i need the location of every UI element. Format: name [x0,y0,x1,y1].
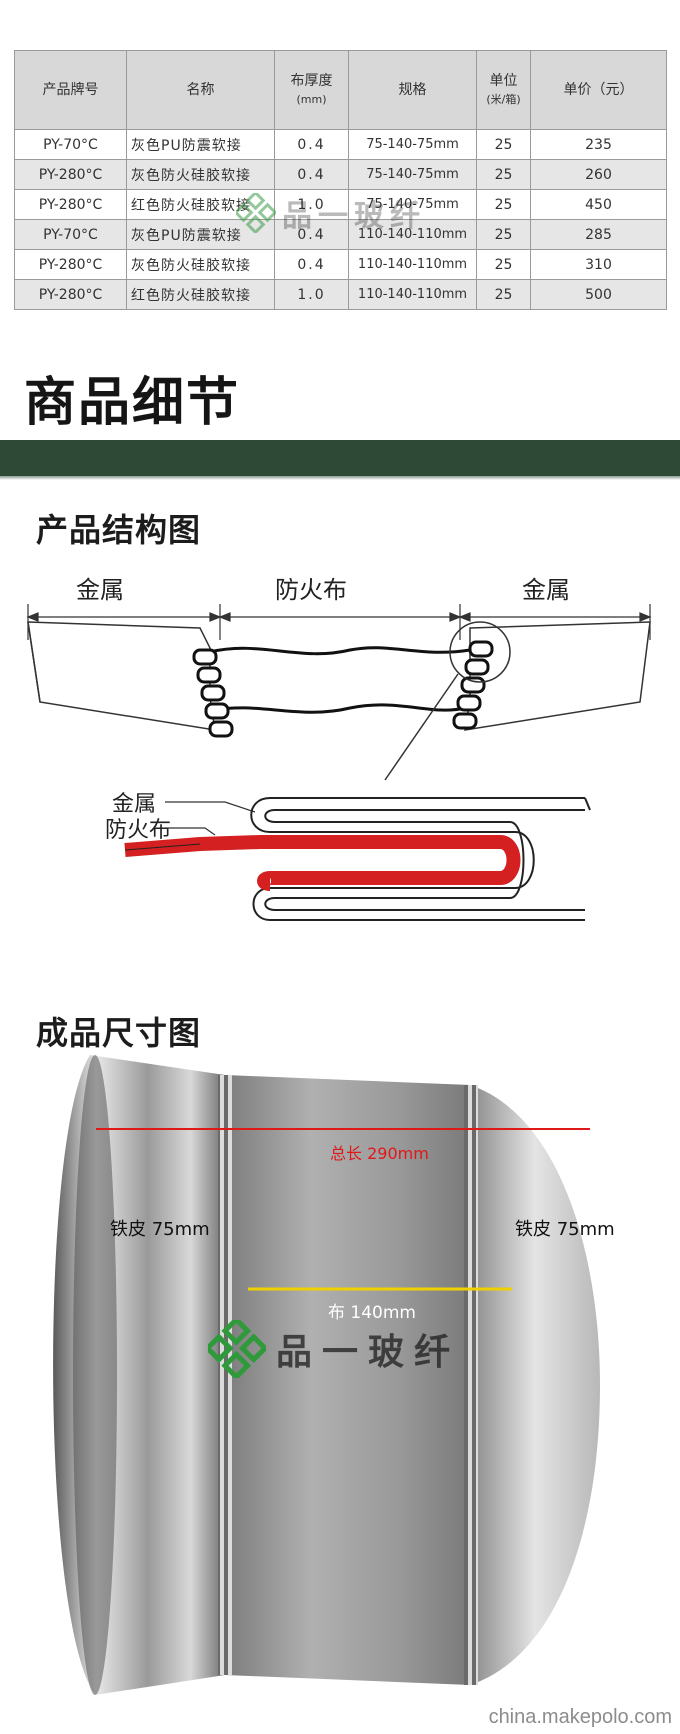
table-row: PY-280°C 灰色防火硅胶软接 0.4 110-140-110mm 25 3… [14,249,667,280]
cell-unit: 25 [476,159,531,190]
section-divider-bar [0,440,680,476]
header-thickness: 布厚度(mm) [274,50,349,130]
header-unit: 单位(米/箱) [476,50,531,130]
cell-grade: PY-70°C [14,219,127,250]
seam-detail-diagram [124,797,591,921]
table-header-row: 产品牌号 名称 布厚度(mm) 规格 单位(米/箱) 单价（元） [14,50,667,130]
cell-name: 灰色PU防震软接 [126,129,275,160]
cell-grade: PY-280°C [14,159,127,190]
cell-unit: 25 [476,189,531,220]
table-row: PY-280°C 红色防火硅胶软接 1.0 110-140-110mm 25 5… [14,279,667,310]
price-table: 产品牌号 名称 布厚度(mm) 规格 单位(米/箱) 单价（元） PY-70°C… [14,50,667,310]
cell-spec: 75-140-75mm [348,159,477,190]
cell-thickness: 0.4 [274,129,349,160]
cell-price: 285 [530,219,667,250]
photo-watermark-text: 品一玻纤 [276,1331,461,1373]
cell-price: 260 [530,159,667,190]
cell-name: 红色防火硅胶软接 [126,189,275,220]
header-price: 单价（元） [530,50,667,130]
cell-grade: PY-280°C [14,249,127,280]
cell-spec: 110-140-110mm [348,219,477,250]
cell-price: 235 [530,129,667,160]
cell-grade: PY-280°C [14,189,127,220]
detail-label-fire-cloth: 防火布 [105,817,172,842]
sheet-left-label: 铁皮 75mm [110,1219,210,1240]
detail-label-metal: 金属 [112,791,157,816]
header-unit-sub: (米/箱) [486,93,521,107]
cell-thickness: 0.4 [274,249,349,280]
table-row: PY-280°C 红色防火硅胶软接 1.0 75-140-75mm 25 450 [14,189,667,220]
header-name: 名称 [126,50,275,130]
cell-unit: 25 [476,219,531,250]
section-title: 商品细节 [24,373,241,433]
cell-spec: 110-140-110mm [348,279,477,310]
footer: china.makepolo.com [0,1700,680,1734]
cell-unit: 25 [476,129,531,160]
cell-price: 500 [530,279,667,310]
header-spec: 规格 [348,50,477,130]
cell-grade: PY-70°C [14,129,127,160]
cell-thickness: 0.4 [274,219,349,250]
structure-title: 产品结构图 [36,511,202,549]
cell-grade: PY-280°C [14,279,127,310]
label-metal-left: 金属 [76,578,124,604]
size-title: 成品尺寸图 [36,1014,202,1052]
cell-name: 灰色防火硅胶软接 [126,159,275,190]
structure-diagram [26,604,652,781]
cell-spec: 110-140-110mm [348,249,477,280]
table-row: PY-280°C 灰色防火硅胶软接 0.4 75-140-75mm 25 260 [14,159,667,190]
cell-spec: 75-140-75mm [348,129,477,160]
table-row: PY-70°C 灰色PU防震软接 0.4 110-140-110mm 25 28… [14,219,667,250]
cell-name: 灰色防火硅胶软接 [126,249,275,280]
sheet-right-label: 铁皮 75mm [515,1219,615,1240]
header-grade: 产品牌号 [14,50,127,130]
cell-unit: 25 [476,249,531,280]
section-divider-shadow [0,476,680,480]
label-metal-right: 金属 [522,578,570,604]
cell-name: 红色防火硅胶软接 [126,279,275,310]
cell-price: 450 [530,189,667,220]
table-row: PY-70°C 灰色PU防震软接 0.4 75-140-75mm 25 235 [14,129,667,160]
cell-price: 310 [530,249,667,280]
header-thickness-unit: (mm) [296,93,327,107]
cell-name: 灰色PU防震软接 [126,219,275,250]
cell-unit: 25 [476,279,531,310]
footer-source[interactable]: china.makepolo.com [488,1706,672,1728]
green-diamond-logo-icon [208,1320,266,1378]
product-photo [53,1055,600,1695]
photo-watermark: 品一玻纤 [208,1320,460,1378]
cloth-length-label: 布 140mm [328,1303,416,1323]
cell-thickness: 1.0 [274,279,349,310]
cell-spec: 75-140-75mm [348,189,477,220]
cell-thickness: 0.4 [274,159,349,190]
cell-thickness: 1.0 [274,189,349,220]
total-length-label: 总长 290mm [330,1144,429,1163]
label-fire-cloth: 防火布 [275,578,347,604]
